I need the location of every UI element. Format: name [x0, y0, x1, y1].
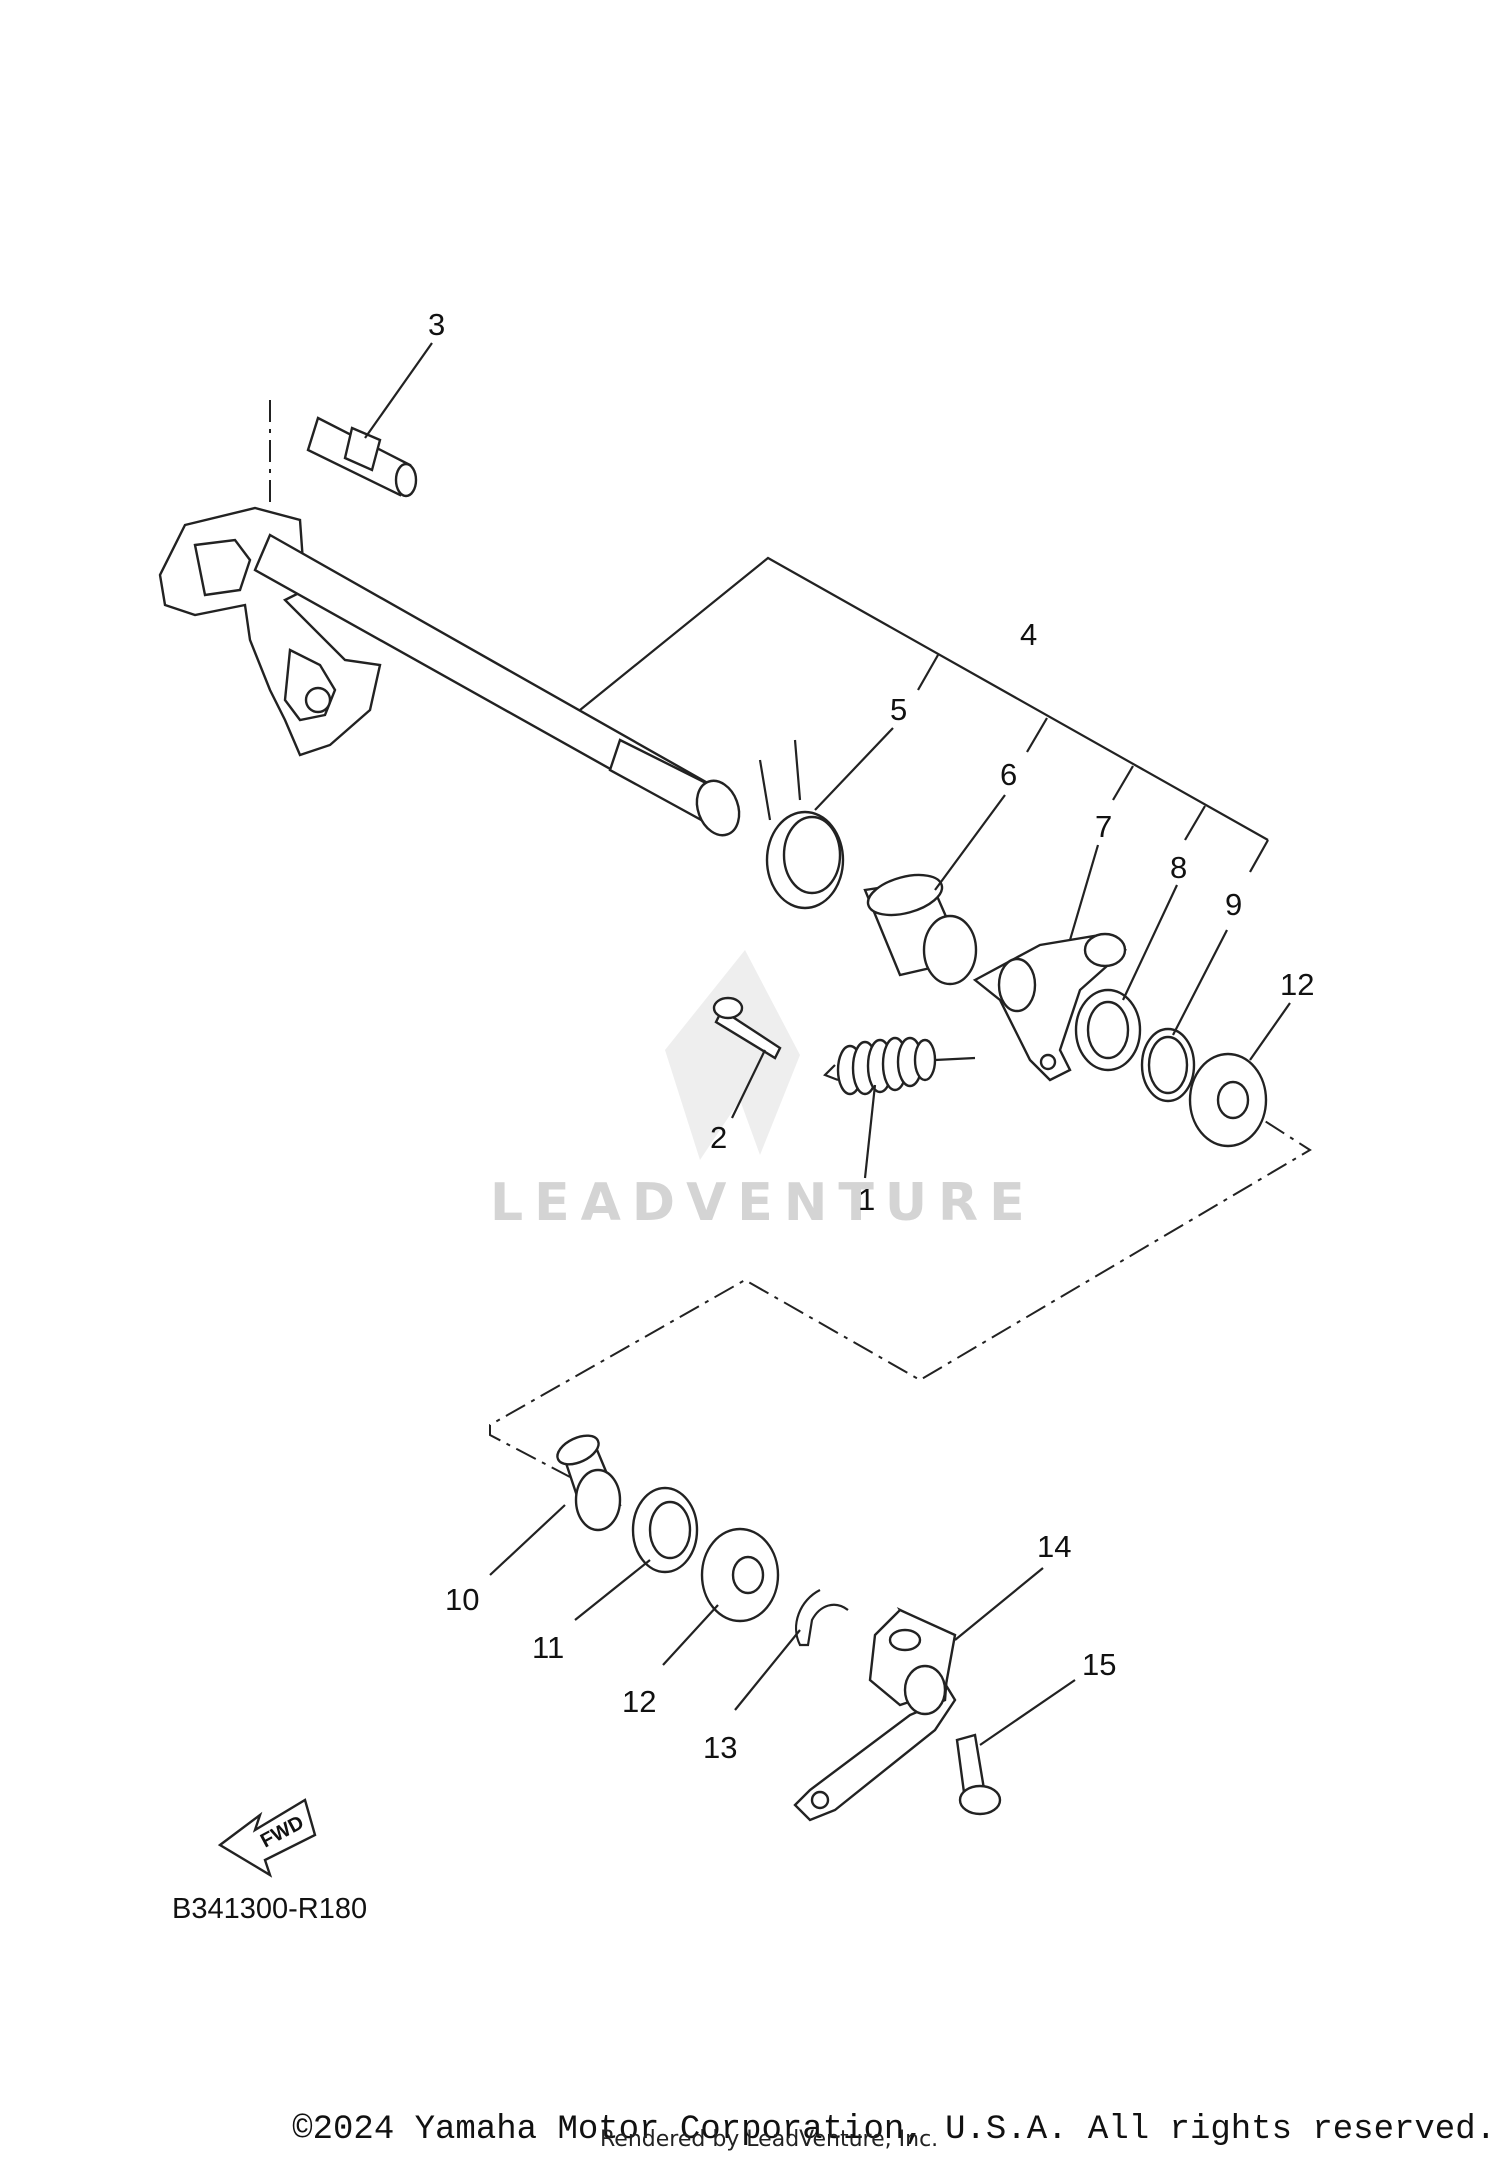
figure-code: B341300-R180: [172, 1893, 367, 1925]
callout-6: 6: [1000, 757, 1017, 792]
callout-4: 4: [1020, 617, 1037, 652]
copyright-notice: ©2024 Yamaha Motor Corporation, U.S.A. A…: [292, 2111, 1496, 2149]
callout-labels: 1 2 3 4 5 6 7 8 9 12 10 11 12 13 14 15: [428, 307, 1314, 1765]
part-10-needle-bearing: [556, 1434, 622, 1532]
shift-shaft: [158, 506, 741, 837]
callout-2: 2: [710, 1120, 727, 1155]
part-5-torsion-spring: [758, 739, 845, 910]
watermark-text: LEADVENTURE: [490, 1173, 1036, 1233]
callout-11: 11: [532, 1630, 564, 1665]
callout-1: 1: [858, 1182, 875, 1217]
watermark: LEADVENTURE: [490, 950, 1036, 1233]
callout-12-lower: 12: [622, 1684, 656, 1719]
part-15-bolt: [955, 1733, 1002, 1816]
callout-10: 10: [445, 1582, 479, 1617]
dashed-assembly-lines: [269, 400, 1312, 1478]
part-6-collar: [863, 873, 978, 986]
assembly-bracket: [579, 556, 1269, 873]
leader-lines: [364, 342, 1291, 1746]
fwd-arrow: FWD: [217, 1798, 317, 1878]
part-2-pin: [712, 996, 782, 1060]
part-3-stud-bolt: [306, 416, 418, 498]
part-9-circlip-inner: [1147, 1035, 1189, 1095]
callout-5: 5: [890, 692, 907, 727]
part-14-shift-arm: [793, 1607, 957, 1822]
callout-13: 13: [703, 1730, 737, 1765]
callout-14: 14: [1037, 1529, 1071, 1564]
part-13-e-clip: [795, 1589, 849, 1647]
part-8-washer-hole: [1086, 1000, 1130, 1060]
part-12-washer-lower-hole: [731, 1555, 765, 1595]
callout-3: 3: [428, 307, 445, 342]
callout-7: 7: [1095, 809, 1112, 844]
callout-9: 9: [1225, 887, 1242, 922]
callout-8: 8: [1170, 850, 1187, 885]
rendered-by-notice: Rendered by LeadVenture, Inc.: [600, 2127, 939, 2152]
part-12-washer-upper-hole: [1216, 1080, 1250, 1120]
callout-15: 15: [1082, 1647, 1116, 1682]
callout-12-upper: 12: [1280, 967, 1314, 1002]
part-1-return-spring: [823, 1036, 976, 1096]
part-11-oil-seal-inner: [648, 1500, 692, 1560]
part-7-stopper-lever: [972, 932, 1128, 1082]
